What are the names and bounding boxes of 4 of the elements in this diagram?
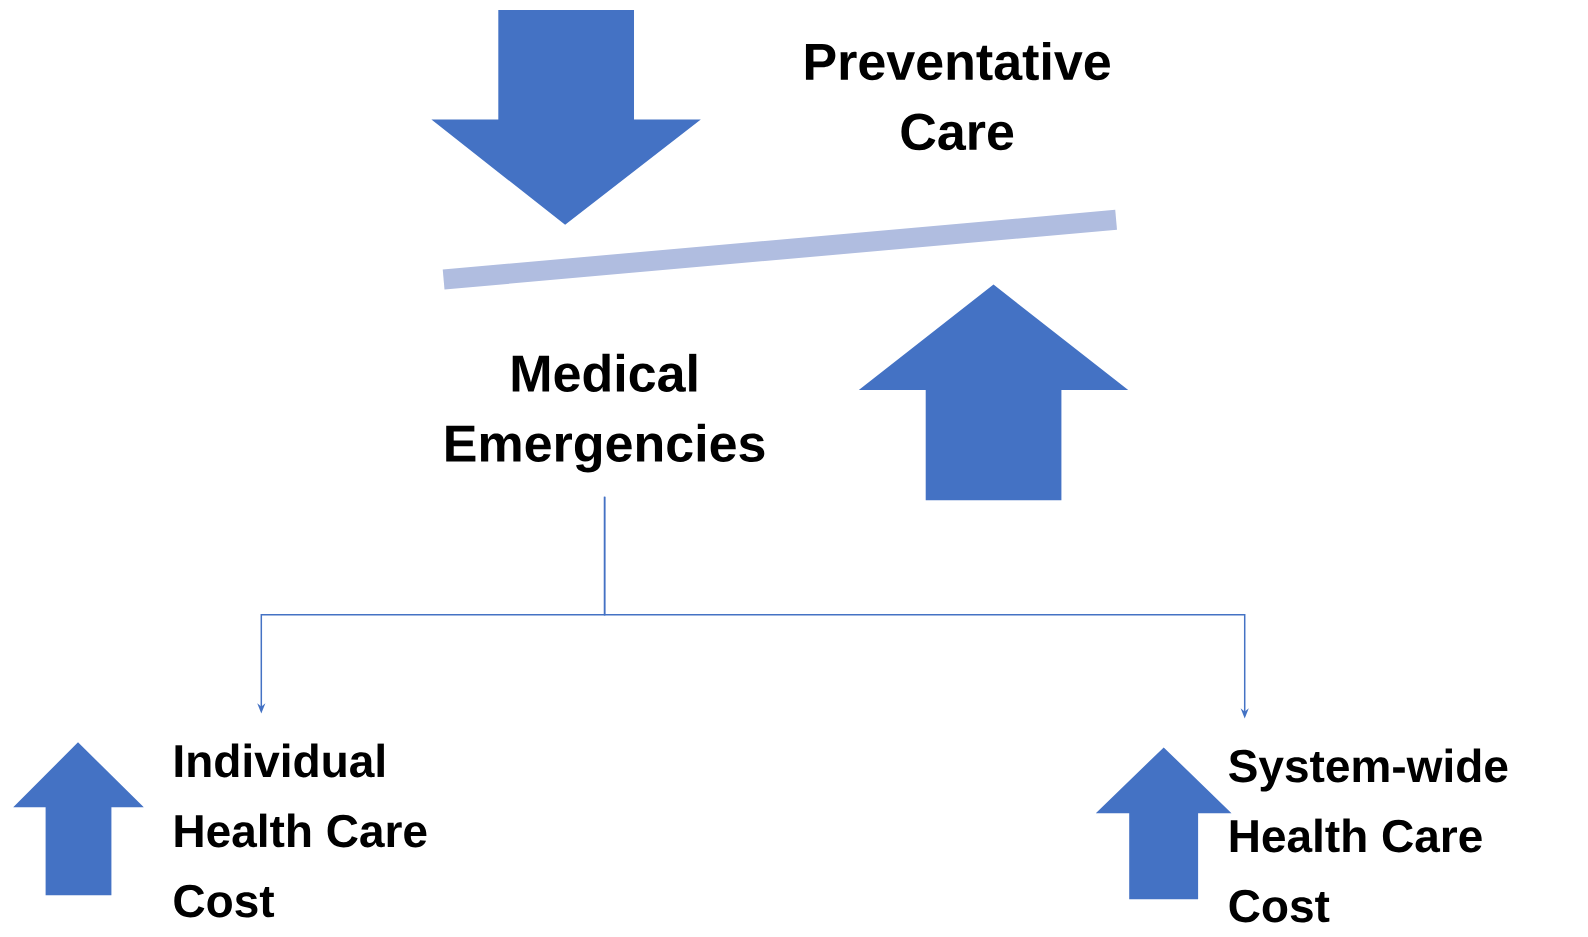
text-label: System-wide Health Care Cost xyxy=(1229,748,1508,923)
text-label: Medical Emergencies xyxy=(446,353,765,473)
text-label: Preventative Care xyxy=(805,42,1110,151)
text-label: Individual Health Care Cost xyxy=(174,743,427,918)
